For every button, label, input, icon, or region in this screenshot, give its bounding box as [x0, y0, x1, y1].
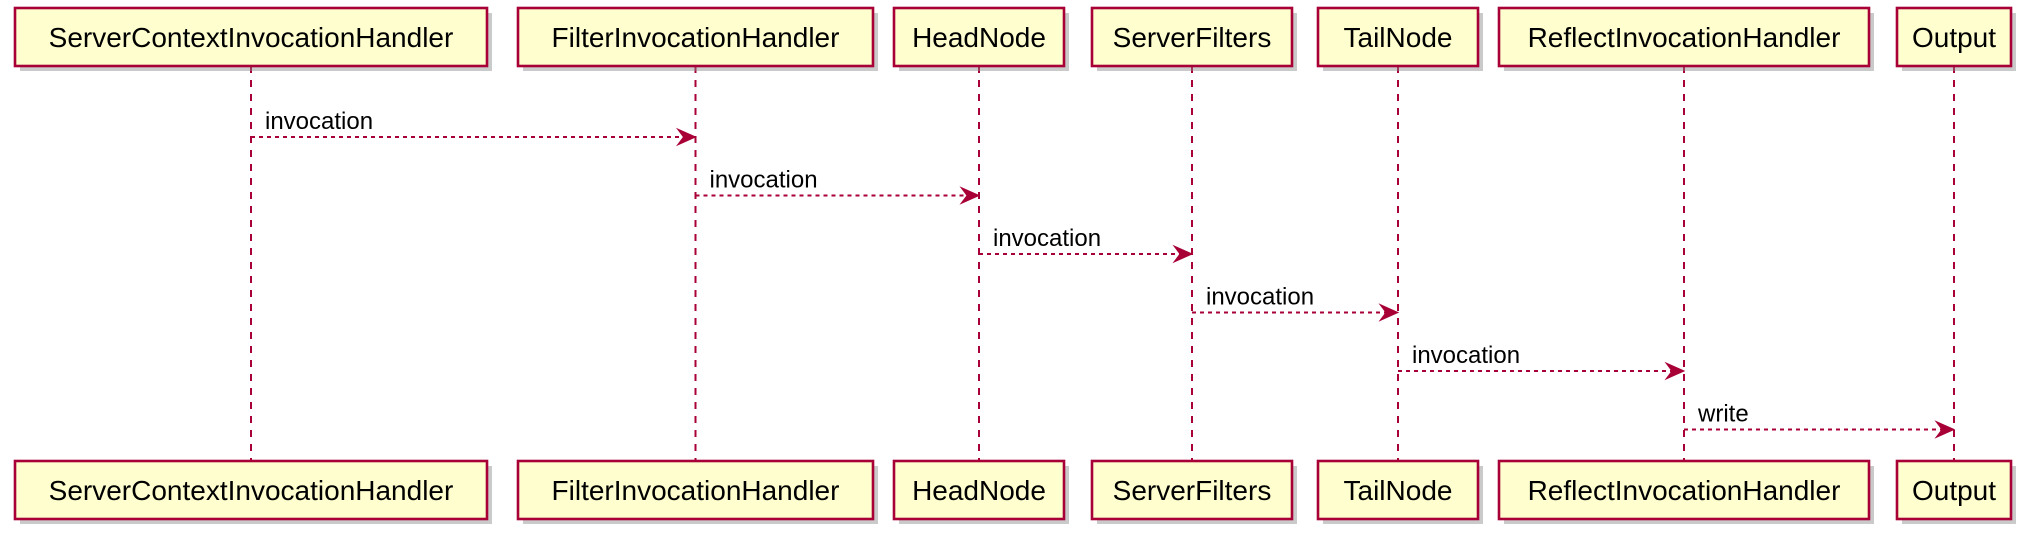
arrowhead-icon: [959, 186, 981, 205]
arrowhead-icon: [1664, 361, 1686, 381]
participant-label: HeadNode: [912, 22, 1046, 53]
participant-top-head-node: HeadNode: [892, 6, 1069, 71]
participant-label: ServerFilters: [1113, 22, 1272, 53]
participant-top-filter-invocation-handler: FilterInvocationHandler: [516, 6, 878, 71]
participant-bottom-server-context-invocation-handler: ServerContextInvocationHandler: [13, 459, 492, 524]
participant-bottom-tail-node: TailNode: [1316, 459, 1483, 524]
participant-top-server-context-invocation-handler: ServerContextInvocationHandler: [13, 6, 492, 71]
participant-label: ServerContextInvocationHandler: [49, 22, 454, 53]
participant-label: ReflectInvocationHandler: [1528, 22, 1841, 53]
participant-bottom-server-filters: ServerFilters: [1090, 459, 1297, 524]
message-label: invocation: [1412, 342, 1520, 369]
message-label: invocation: [1206, 284, 1314, 311]
participant-top-tail-node: TailNode: [1316, 6, 1483, 71]
participant-bottom-head-node: HeadNode: [892, 459, 1069, 524]
participant-label: FilterInvocationHandler: [552, 22, 840, 53]
participant-top-reflect-invocation-handler: ReflectInvocationHandler: [1497, 6, 1874, 71]
participant-label: HeadNode: [912, 475, 1046, 506]
message-label: invocation: [710, 167, 818, 194]
arrowhead-icon: [1378, 303, 1400, 322]
participant-label: ServerContextInvocationHandler: [49, 475, 454, 506]
participants: ServerContextInvocationHandlerServerCont…: [13, 6, 2016, 524]
participant-label: TailNode: [1344, 475, 1453, 506]
participant-label: ReflectInvocationHandler: [1528, 475, 1841, 506]
arrowhead-icon: [1172, 244, 1194, 264]
participant-label: FilterInvocationHandler: [552, 475, 840, 506]
participant-label: TailNode: [1344, 22, 1453, 53]
participant-label: Output: [1912, 22, 1996, 53]
message-label: write: [1697, 401, 1749, 428]
message-arrow: invocation: [1192, 284, 1400, 322]
message-arrow: invocation: [251, 108, 697, 147]
message-arrow: invocation: [695, 167, 981, 205]
participant-bottom-reflect-invocation-handler: ReflectInvocationHandler: [1497, 459, 1874, 524]
participant-top-server-filters: ServerFilters: [1090, 6, 1297, 71]
arrowhead-icon: [675, 127, 697, 147]
lifelines: [250, 66, 1955, 461]
message-arrow: write: [1684, 401, 1956, 439]
participant-top-output: Output: [1895, 6, 2016, 71]
message-arrow: invocation: [1398, 342, 1686, 381]
participant-label: ServerFilters: [1113, 475, 1272, 506]
arrowhead-icon: [1934, 420, 1956, 439]
messages: invocation invocation invocation invocation…: [251, 108, 1956, 439]
participant-bottom-output: Output: [1895, 459, 2016, 524]
participant-bottom-filter-invocation-handler: FilterInvocationHandler: [516, 459, 878, 524]
message-label: invocation: [993, 225, 1101, 252]
message-arrow: invocation: [979, 225, 1194, 264]
message-label: invocation: [265, 108, 373, 135]
participant-label: Output: [1912, 475, 1996, 506]
